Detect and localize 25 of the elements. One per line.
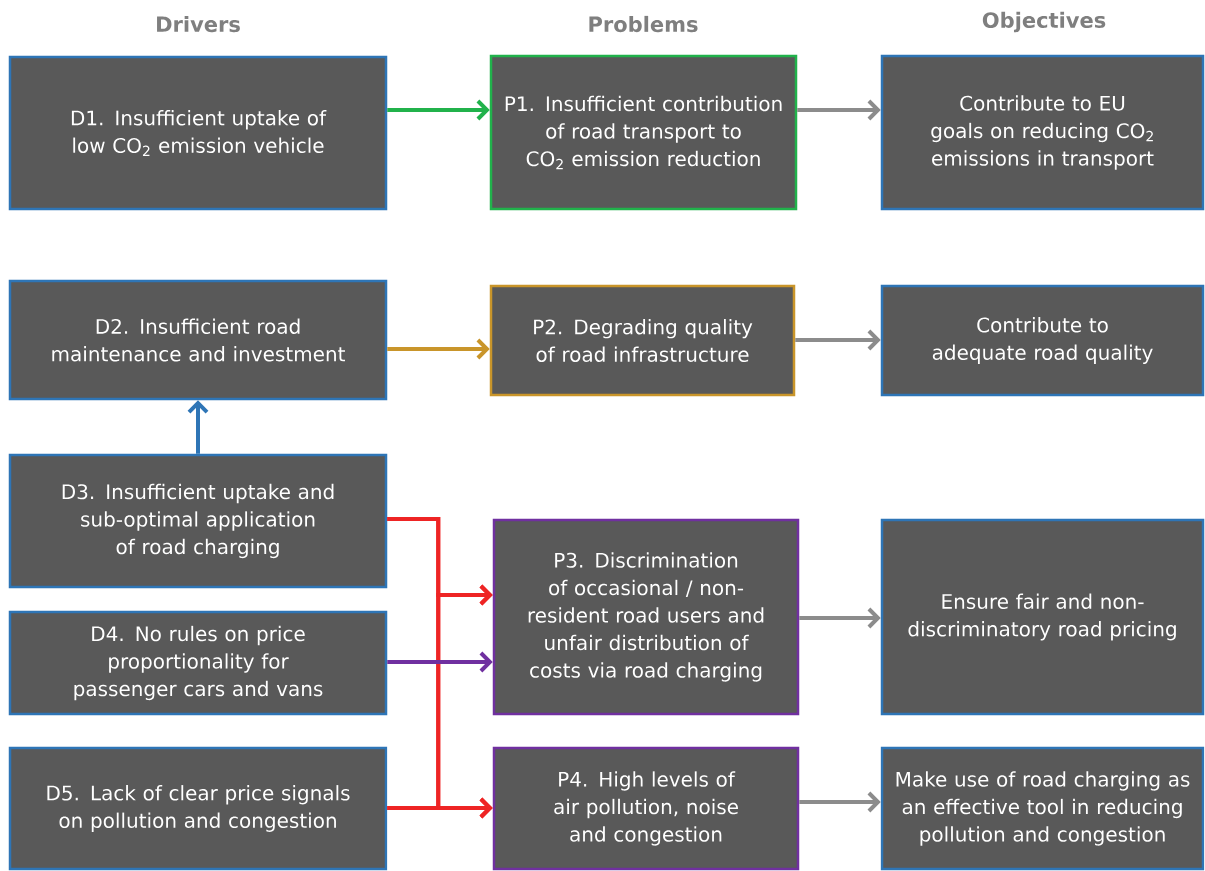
arrow bbox=[795, 329, 881, 351]
arrow bbox=[387, 338, 490, 360]
driver-box: D4. No rules on price proportionality for passenger cars and vans bbox=[8, 610, 388, 716]
objective-box: Contribute to EU goals on reducing CO$_{2}$ emissions in transport bbox=[880, 54, 1205, 211]
column-heading: Problems bbox=[589, 15, 698, 33]
problem-box: P1. Insufficient contribution of road transport to CO$_{2}$ emission reduction bbox=[489, 54, 798, 211]
problem-box: P2. Degrading quality of road infrastructure bbox=[489, 284, 796, 397]
arrow bbox=[187, 400, 209, 454]
arrow bbox=[799, 607, 881, 629]
driver-box: D2. Insufficient road maintenance and investment bbox=[8, 279, 388, 401]
objective-box: Make use of road charging as an effective tool in reducing pollution and congestion bbox=[880, 746, 1205, 871]
objective-box: Ensure fair and non-discriminatory road pricing bbox=[880, 518, 1205, 716]
arrow bbox=[387, 797, 493, 819]
driver-box: D5. Lack of clear price signals on pollution and congestion bbox=[8, 746, 388, 871]
problem-box: P3. Discrimination of occasional / non-resident road users and unfair distribution of costs via road charging bbox=[492, 518, 800, 716]
column-heading: Drivers bbox=[157, 15, 240, 33]
column-heading: Objectives bbox=[982, 11, 1106, 33]
driver-box: D1. Insufficient uptake of low CO$_{2}$ emission vehicle bbox=[8, 55, 388, 211]
problem-box: P4. High levels of air pollution, noise and congestion bbox=[492, 746, 800, 871]
arrow bbox=[799, 791, 881, 813]
driver-box: D3. Insufficient uptake and sub-optimal application of road charging bbox=[8, 453, 388, 589]
arrow bbox=[797, 99, 881, 121]
objective-box: Contribute to adequate road quality bbox=[880, 284, 1205, 397]
arrow bbox=[387, 651, 493, 673]
arrow bbox=[387, 99, 490, 121]
